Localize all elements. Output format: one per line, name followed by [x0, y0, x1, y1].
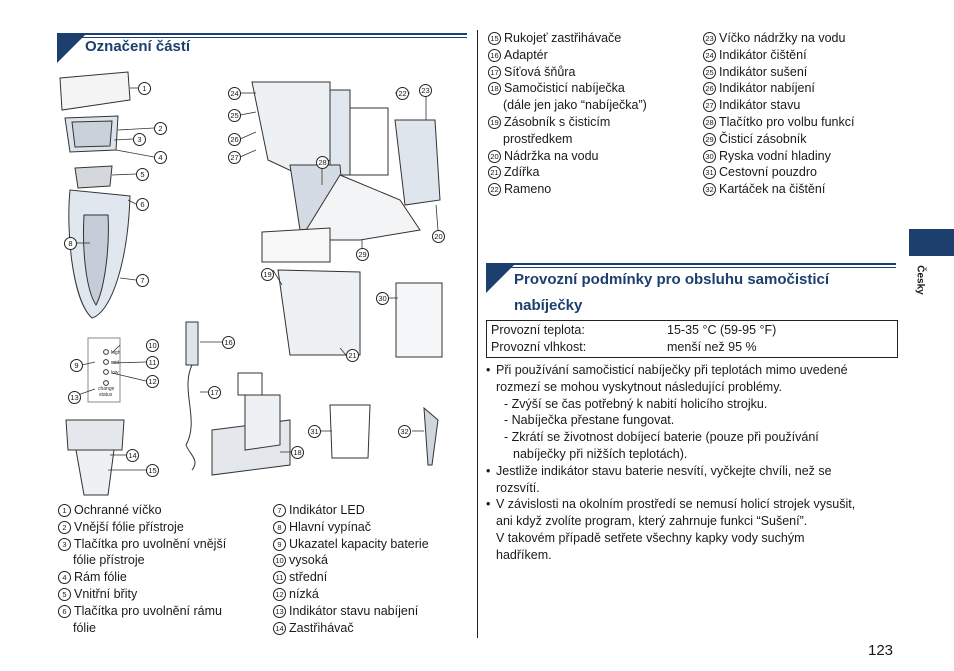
note-item: Při používání samočisticí nabíječky při … — [486, 362, 906, 396]
callout-30: 30 — [376, 292, 389, 305]
list-item-continuation: fólie — [73, 620, 96, 635]
notes-list: Při používání samočisticí nabíječky při … — [486, 362, 906, 564]
note-subitem: - Zvýší se čas potřebný k nabití holicíh… — [504, 396, 768, 411]
callout-2: 2 — [154, 122, 167, 135]
condition-label-humidity: Provozní vlhkost: — [491, 340, 587, 354]
callout-8: 8 — [64, 237, 77, 250]
callout-12: 12 — [146, 375, 159, 388]
column-divider — [477, 30, 478, 638]
callout-7: 7 — [136, 274, 149, 287]
callout-21: 21 — [346, 349, 359, 362]
condition-value-temperature: 15-35 °C (59-95 °F) — [667, 323, 777, 337]
note-item: Jestliže indikátor stavu baterie nesvítí… — [486, 463, 906, 497]
operating-conditions-table: Provozní teplota: 15-35 °C (59-95 °F) Pr… — [486, 320, 898, 358]
section-header-parts: Označení částí — [57, 33, 467, 63]
callout-27: 27 — [228, 151, 241, 164]
callout-1: 1 — [138, 82, 151, 95]
condition-label-temperature: Provozní teplota: — [491, 323, 585, 337]
page-number: 123 — [868, 642, 894, 659]
fig-label-change: change — [98, 386, 115, 392]
callout-5: 5 — [136, 168, 149, 181]
callout-13: 13 — [68, 391, 81, 404]
callout-14: 14 — [126, 449, 139, 462]
callout-6: 6 — [136, 198, 149, 211]
section-title-conditions: Provozní podmínky pro obsluhu samočistic… — [514, 271, 830, 314]
callout-20: 20 — [432, 230, 445, 243]
note-subitem: - Nabíječka přestane fungovat. — [504, 413, 675, 428]
callout-11: 11 — [146, 356, 159, 369]
callout-23: 23 — [419, 84, 432, 97]
note-item: V závislosti na okolním prostředí se nem… — [486, 496, 906, 563]
callout-29: 29 — [356, 248, 369, 261]
callout-22: 22 — [396, 87, 409, 100]
callout-26: 26 — [228, 133, 241, 146]
language-tab-marker — [909, 229, 954, 256]
note-subitem: - Zkrátí se životnost dobíjecí baterie (… — [504, 430, 819, 445]
section-title-parts: Označení částí — [85, 38, 191, 55]
fig-label-high: high — [111, 350, 121, 356]
callout-10: 10 — [146, 339, 159, 352]
condition-value-humidity: menší než 95 % — [667, 340, 757, 354]
list-item-continuation: prostředkem — [503, 131, 573, 146]
callout-18: 18 — [291, 446, 304, 459]
callout-32: 32 — [398, 425, 411, 438]
fig-label-low: low — [111, 370, 119, 376]
callout-9: 9 — [70, 359, 83, 372]
callout-15: 15 — [146, 464, 159, 477]
fig-label-mid: mid — [111, 360, 119, 366]
callout-31: 31 — [308, 425, 321, 438]
list-item-continuation: fólie přístroje — [73, 553, 145, 568]
callout-4: 4 — [154, 151, 167, 164]
callout-28: 28 — [316, 156, 329, 169]
fig-label-status: status — [99, 392, 113, 398]
callout-19: 19 — [261, 268, 274, 281]
section-header-conditions: Provozní podmínky pro obsluhu samočistic… — [486, 263, 896, 317]
callout-3: 3 — [133, 133, 146, 146]
callout-24: 24 — [228, 87, 241, 100]
language-label: Česky — [914, 265, 926, 295]
callout-17: 17 — [208, 386, 221, 399]
note-subitem-continuation: nabíječky při nižších teplotách). — [513, 446, 688, 461]
list-item-continuation: (dále jen jako “nabíječka”) — [503, 98, 647, 113]
callout-25: 25 — [228, 109, 241, 122]
callout-16: 16 — [222, 336, 235, 349]
